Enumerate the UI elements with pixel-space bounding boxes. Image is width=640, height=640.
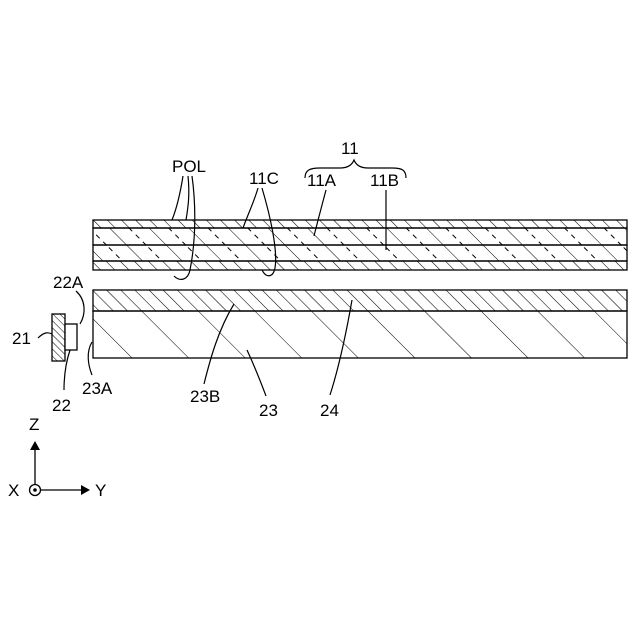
y-axis-arrow — [81, 485, 90, 495]
light-source — [52, 314, 77, 361]
axis-label-y: Y — [95, 481, 106, 500]
label-11a: 11A — [307, 171, 337, 190]
polarizer-bottom — [93, 261, 627, 270]
label-11: 11 — [341, 139, 359, 158]
light-guide-assembly — [93, 290, 627, 358]
axis-label-x: X — [8, 481, 19, 500]
label-22a: 22A — [53, 273, 84, 292]
display-panel-11 — [93, 220, 627, 270]
x-axis-dot-icon — [33, 488, 37, 492]
label-11c: 11C — [249, 169, 279, 188]
substrate-11b — [93, 245, 627, 261]
pol-leader-top — [172, 176, 183, 220]
light-guide-23 — [93, 311, 627, 358]
label-23a: 23A — [82, 379, 113, 398]
label-23: 23 — [259, 401, 278, 420]
layer-24 — [93, 290, 627, 311]
substrate-21 — [52, 314, 65, 361]
label-21: 21 — [12, 329, 31, 348]
23a-leader — [88, 342, 92, 375]
coordinate-axes: Z X Y — [8, 415, 106, 500]
emitter-22 — [65, 324, 77, 350]
label-11b: 11B — [370, 171, 399, 190]
22a-leader — [76, 291, 84, 324]
label-23b: 23B — [190, 387, 220, 406]
21-leader — [38, 333, 52, 338]
leader-lines — [38, 160, 406, 396]
pol-leader-mid — [186, 176, 189, 220]
label-22: 22 — [52, 396, 71, 415]
z-axis-arrow — [30, 441, 40, 450]
label-24: 24 — [320, 401, 339, 420]
polarizer-top — [93, 220, 627, 228]
label-pol: POL — [172, 157, 206, 176]
substrate-11a — [93, 228, 627, 245]
axis-label-z: Z — [29, 415, 39, 434]
